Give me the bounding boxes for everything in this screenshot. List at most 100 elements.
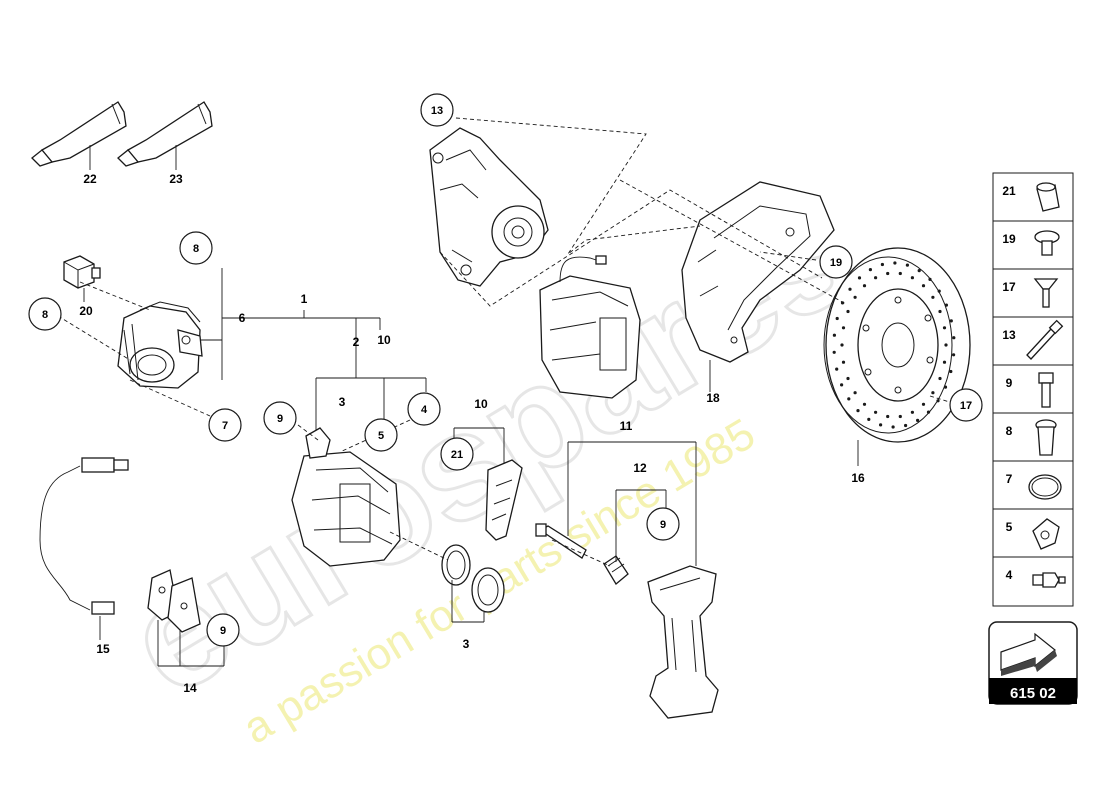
flange-bolt-icon xyxy=(1035,419,1057,456)
disc-drill-hole xyxy=(921,284,926,288)
legend-row-13: 13 xyxy=(1002,319,1064,360)
grease-tube-23 xyxy=(117,101,213,167)
disc-drill-hole xyxy=(936,399,940,403)
disc-drill-hole xyxy=(952,353,956,357)
callout-21: 21 xyxy=(440,437,474,471)
callout-7: 7 xyxy=(208,408,242,442)
disc-drill-hole xyxy=(942,360,947,364)
callout-19: 19 xyxy=(819,245,853,279)
disc-drill-hole xyxy=(848,287,852,291)
disc-drill-hole xyxy=(840,383,844,387)
svg-text:5: 5 xyxy=(1006,520,1013,534)
legend-row-5: 5 xyxy=(1006,518,1060,550)
disc-drill-hole xyxy=(943,385,948,389)
disc-drill-hole xyxy=(952,336,956,340)
callout-9-bracket: 9 xyxy=(646,507,680,541)
svg-text:4: 4 xyxy=(421,404,428,416)
callout-20: 20 xyxy=(79,304,93,318)
callout-1: 1 xyxy=(301,292,308,306)
disc-drill-hole xyxy=(917,269,921,273)
disc-drill-hole xyxy=(905,263,910,267)
callout-3: 3 xyxy=(463,637,470,651)
pan-head-bolt-icon xyxy=(1034,230,1060,256)
disc-drill-hole xyxy=(832,350,836,354)
svg-text:13: 13 xyxy=(1002,328,1016,342)
caliper-bracket xyxy=(647,565,719,719)
callout-10-top: 10 xyxy=(377,333,391,347)
clip-icon xyxy=(1032,518,1060,550)
callout-12: 12 xyxy=(633,461,647,475)
svg-text:8: 8 xyxy=(42,309,48,321)
disc-drill-hole xyxy=(868,268,873,272)
callout-16: 16 xyxy=(851,471,865,485)
svg-text:9: 9 xyxy=(1006,376,1013,390)
legend-row-9: 9 xyxy=(1006,372,1054,408)
disc-drill-hole xyxy=(931,295,935,299)
brake-disc xyxy=(823,247,971,443)
callout-10: 10 xyxy=(474,397,488,411)
disc-drill-hole xyxy=(886,271,890,276)
callout-2: 2 xyxy=(353,335,360,349)
disc-drill-hole xyxy=(938,309,942,314)
svg-text:8: 8 xyxy=(193,243,199,255)
callouts: 22 23 20 6 1 2 10 3 10 11 12 18 16 3 15 … xyxy=(28,93,983,695)
disc-drill-hole xyxy=(916,418,920,422)
disc-drill-hole xyxy=(944,303,949,307)
diagram-badge: 615 02 xyxy=(988,621,1078,705)
disc-drill-hole xyxy=(949,319,953,323)
pad-shim xyxy=(485,459,523,541)
grease-tube-22 xyxy=(31,101,127,167)
disc-drill-hole xyxy=(867,417,871,421)
svg-text:5: 5 xyxy=(378,430,384,442)
disc-drill-hole xyxy=(938,376,942,381)
callout-9-pads: 9 xyxy=(206,613,240,647)
disc-drill-hole xyxy=(846,309,850,314)
callout-8-left: 8 xyxy=(28,297,62,331)
svg-text:19: 19 xyxy=(1002,232,1016,246)
callout-22: 22 xyxy=(83,172,97,186)
disc-drill-hole xyxy=(832,333,837,337)
disc-drill-hole xyxy=(928,277,932,281)
legend-row-19: 19 xyxy=(1002,230,1060,256)
disc-drill-hole xyxy=(841,326,846,330)
long-bolt-icon xyxy=(1026,319,1064,360)
legend-row-4: 4 xyxy=(1006,568,1066,588)
disc-drill-hole xyxy=(857,276,862,280)
o-ring-icon xyxy=(1028,474,1062,500)
callout-4: 4 xyxy=(407,392,441,426)
brake-pads xyxy=(147,569,201,633)
connector-20 xyxy=(63,255,101,289)
disc-drill-hole xyxy=(853,391,857,395)
disc-drill-hole xyxy=(862,284,867,288)
svg-text:9: 9 xyxy=(220,625,226,637)
legend-row-7: 7 xyxy=(1006,472,1062,500)
countersunk-screw-icon xyxy=(1033,278,1059,308)
disc-drill-hole xyxy=(904,423,908,428)
leader-lines xyxy=(57,117,957,667)
disc-drill-hole xyxy=(835,316,839,321)
disc-drill-hole xyxy=(891,425,895,429)
legend-row-21: 21 xyxy=(1002,182,1060,212)
brake-dust-shield xyxy=(681,181,835,363)
svg-text:19: 19 xyxy=(830,257,842,269)
disc-drill-hole xyxy=(862,402,867,406)
svg-text:9: 9 xyxy=(660,519,666,531)
disc-drill-hole xyxy=(942,326,947,330)
disc-drill-hole xyxy=(874,410,878,414)
disc-drill-hole xyxy=(893,261,897,265)
svg-text:7: 7 xyxy=(222,420,228,432)
disc-drill-hole xyxy=(886,414,890,419)
disc-drill-hole xyxy=(841,360,846,364)
disc-drill-hole xyxy=(898,414,902,419)
svg-text:8: 8 xyxy=(1006,424,1013,438)
callout-9-caliper: 9 xyxy=(263,401,297,435)
disc-drill-hole xyxy=(949,369,953,374)
piston-seals xyxy=(441,544,505,613)
callout-14: 14 xyxy=(183,681,197,695)
disc-drill-hole xyxy=(944,343,948,347)
disc-drill-hole xyxy=(921,402,926,406)
callout-13: 13 xyxy=(420,93,454,127)
disc-drill-hole xyxy=(846,376,850,381)
callout-3-top: 3 xyxy=(339,395,346,409)
